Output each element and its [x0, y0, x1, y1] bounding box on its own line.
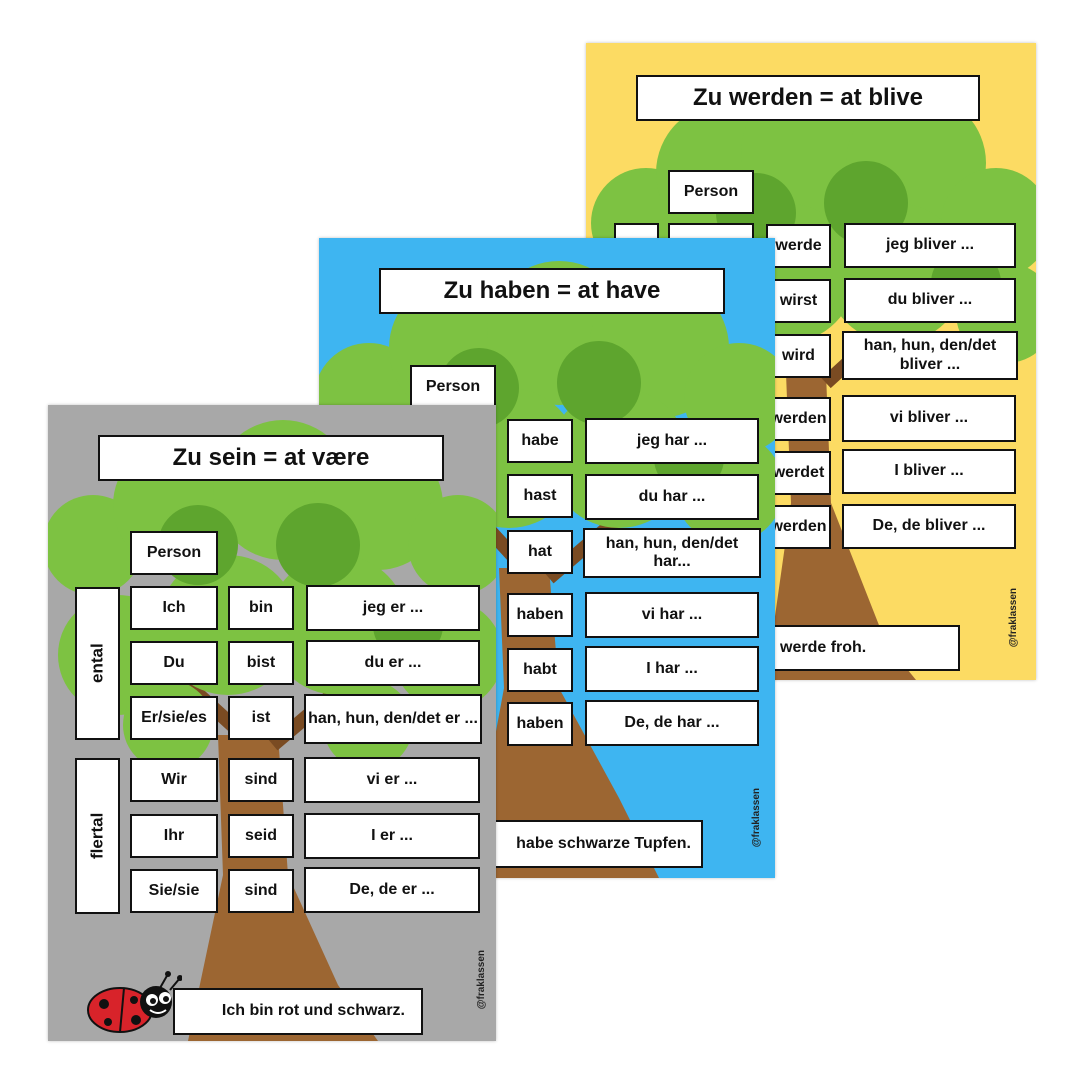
translation-box: du bliver ... — [844, 278, 1016, 323]
translation-box: du er ... — [306, 640, 480, 686]
person-header: Person — [130, 531, 218, 575]
verb-box: werdet — [766, 451, 831, 495]
person-box: Sie/sie — [130, 869, 218, 913]
credit-text: @fraklassen — [751, 788, 762, 848]
translation-box: han, hun, den/det bliver ... — [842, 331, 1018, 380]
person-box: Du — [130, 641, 218, 685]
verb-box: hast — [507, 474, 573, 518]
verb-box: seid — [228, 814, 294, 858]
title-haben: Zu haben = at have — [379, 268, 725, 314]
translation-box: De, de har ... — [585, 700, 759, 746]
ladybug-icon — [87, 971, 182, 1033]
verb-box: habt — [507, 648, 573, 692]
title-werden: Zu werden = at blive — [636, 75, 980, 121]
verb-box: werden — [766, 397, 831, 441]
person-header: Person — [668, 170, 754, 214]
verb-box: wirst — [766, 279, 831, 323]
translation-box: jeg har ... — [585, 418, 759, 464]
credit-text: @fraklassen — [476, 950, 487, 1010]
verb-box: bist — [228, 641, 294, 685]
translation-box: jeg er ... — [306, 585, 480, 631]
translation-box: vi har ... — [585, 592, 759, 638]
translation-box: han, hun, den/det er ... — [304, 694, 482, 744]
plural-label: flertal — [75, 758, 120, 914]
example-sentence: habe schwarze Tupfen. — [469, 820, 703, 868]
person-box: Ihr — [130, 814, 218, 858]
translation-box: I bliver ... — [842, 449, 1016, 494]
translation-box: De, de er ... — [304, 867, 480, 913]
credit-text: @fraklassen — [1008, 588, 1019, 648]
title-sein: Zu sein = at være — [98, 435, 444, 481]
verb-box: werden — [766, 505, 831, 549]
verb-box: ist — [228, 696, 294, 740]
verb-box: habe — [507, 419, 573, 463]
example-sentence: Ich bin rot und schwarz. — [173, 988, 423, 1035]
translation-box: I har ... — [585, 646, 759, 692]
person-box: Er/sie/es — [130, 696, 218, 740]
translation-box: I er ... — [304, 813, 480, 859]
verb-box: bin — [228, 586, 294, 630]
verb-box: sind — [228, 758, 294, 802]
verb-box: haben — [507, 593, 573, 637]
worksheet-werden: Zu werden = at blive Person werde wirst … — [586, 43, 1036, 680]
verb-box: sind — [228, 869, 294, 913]
worksheet-sein: Zu sein = at være Person ental flertal I… — [48, 405, 496, 1041]
verb-box: haben — [507, 702, 573, 746]
translation-box: han, hun, den/det har... — [583, 528, 761, 578]
person-box: Ich — [130, 586, 218, 630]
person-box: Wir — [130, 758, 218, 802]
person-header: Person — [410, 365, 496, 409]
verb-box: werde — [766, 224, 831, 268]
verb-box: hat — [507, 530, 573, 574]
verb-box: wird — [766, 334, 831, 378]
translation-box: vi bliver ... — [842, 395, 1016, 442]
translation-box: De, de bliver ... — [842, 504, 1016, 549]
translation-box: jeg bliver ... — [844, 223, 1016, 268]
example-sentence: werde froh. — [746, 625, 960, 671]
singular-label: ental — [75, 587, 120, 740]
translation-box: du har ... — [585, 474, 759, 520]
translation-box: vi er ... — [304, 757, 480, 803]
